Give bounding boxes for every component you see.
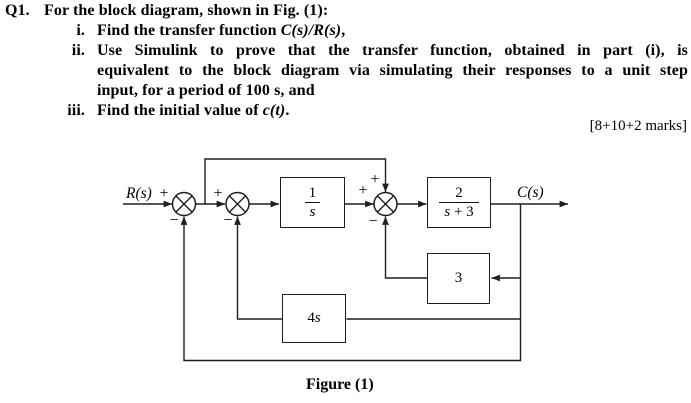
gain4s-label: 4s: [307, 310, 320, 327]
integrator-den-var: s: [309, 204, 316, 220]
integrator-fraction: 1 s: [304, 184, 321, 221]
item-label-i: i.: [76, 22, 85, 39]
sum1-minus-sign: −: [169, 212, 179, 229]
item-iii-post: .: [285, 102, 290, 119]
sum3-top-plus-sign: +: [370, 171, 380, 188]
question-number: Q1.: [5, 2, 30, 19]
item-text-i: Find the transfer function C(s)/R(s),: [97, 21, 688, 41]
output-signal-label: C(s): [517, 184, 544, 201]
sum3-minus-sign: −: [368, 213, 378, 230]
figure-caption: Figure (1): [306, 376, 374, 393]
item-text-ii: Use Simulink to prove that the transfer …: [97, 41, 688, 101]
item-i-pre: Find the transfer function: [97, 22, 281, 39]
integrator-numerator: 1: [308, 184, 317, 201]
item-text-iii: Find the initial value of c(t).: [97, 101, 688, 121]
question-first-line: Q1. For the block diagram, shown in Fig.…: [5, 1, 688, 21]
plant-den-var: s: [444, 204, 451, 220]
initial-value-expression: c(t): [262, 102, 286, 119]
summing-junction-3: [373, 191, 398, 217]
outer-feedback-line: [180, 204, 522, 362]
transfer-function-expression: C(s)/R(s): [280, 22, 342, 39]
sum2-minus-sign: −: [223, 212, 233, 229]
gain4s-to-sum2-line: [234, 216, 283, 320]
question-block: Q1. For the block diagram, shown in Fig.…: [5, 1, 688, 121]
item-iii-pre: Find the initial value of: [97, 102, 263, 119]
item-ii-line-3: input, for a period of 100 s, and: [97, 82, 315, 99]
feedforward-top-line: [204, 158, 389, 204]
question-item-ii: ii. Use Simulink to prove that the trans…: [5, 41, 688, 101]
question-item-iii: iii. Find the initial value of c(t).: [5, 101, 688, 121]
block-gain-4s: 4s: [282, 294, 346, 343]
sum3-left-plus-sign: +: [358, 182, 368, 199]
plant-den-rest: + 3: [450, 204, 474, 220]
gain4s-variable: s: [314, 310, 321, 327]
plant-denominator: s + 3: [439, 202, 479, 221]
input-signal-label: R(s): [126, 185, 152, 202]
sum1-plus-sign: +: [159, 185, 169, 202]
block-plant: 2 s + 3: [427, 177, 491, 228]
item-label-iii: iii.: [67, 102, 85, 119]
gain3-label: 3: [454, 270, 463, 287]
gain4s-coefficient: 4: [307, 310, 315, 327]
summing-junction-2: [225, 191, 250, 217]
block-gain-3: 3: [427, 253, 490, 304]
integrator-denominator: s: [304, 202, 321, 221]
gain3-to-sum3-line: [382, 216, 428, 279]
sum2-plus-sign: +: [213, 185, 223, 202]
summing-junction-1: [171, 191, 197, 217]
item-i-post: ,: [341, 22, 346, 39]
question-intro: For the block diagram, shown in Fig. (1)…: [44, 2, 329, 19]
item-label-ii: ii.: [71, 42, 85, 59]
question-item-i: i. Find the transfer function C(s)/R(s),: [5, 21, 688, 41]
item-ii-line-1: Use Simulink to prove that the transfer …: [97, 42, 688, 59]
block-integrator: 1 s: [280, 177, 345, 228]
item-ii-line-2: equivalent to the block diagram via simu…: [97, 62, 688, 79]
plant-fraction: 2 s + 3: [439, 184, 479, 221]
marks-label: [8+10+2 marks]: [589, 118, 687, 134]
plant-numerator: 2: [455, 184, 463, 201]
